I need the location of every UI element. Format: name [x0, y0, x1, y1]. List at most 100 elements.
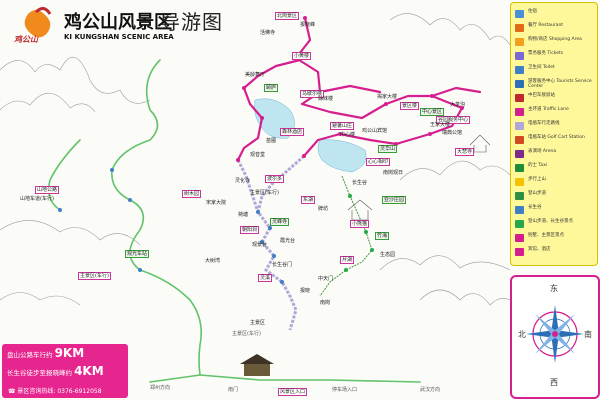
place-label: 瑞典公馆	[442, 130, 463, 136]
main-road	[236, 16, 482, 162]
legend-item-label: 宾馆、酒店	[528, 247, 551, 252]
place-label: 观光车站	[125, 250, 150, 258]
legend-item: 表演场 Arena	[515, 149, 595, 159]
hike-icon	[515, 178, 524, 186]
info-icon	[515, 10, 524, 18]
place-label: 报晓峰	[300, 22, 316, 28]
legend-item-label: 长生谷	[528, 205, 542, 210]
direction-right: 武汉方向	[420, 387, 441, 393]
hotel-icon	[515, 248, 524, 256]
legend-item: 票务服务 Tickets	[515, 51, 595, 61]
legend-item: 的士 Taxi	[515, 163, 595, 173]
main-point-icon	[515, 234, 524, 242]
place-label: 活佛寺	[260, 30, 276, 36]
legend-item: 步行上山	[515, 177, 595, 187]
scenic-dot-icon	[515, 206, 524, 214]
place-label: 风景区入口	[278, 388, 308, 396]
place-label: 中心景区	[420, 108, 445, 116]
legend-item: 游客服务中心 Tourists Service Center	[515, 79, 595, 89]
compass-north: 东	[550, 284, 558, 293]
compass-west: 北	[518, 330, 526, 339]
legend-item-label: 的士 Taxi	[528, 163, 548, 168]
place-label: 大树湾	[205, 258, 221, 264]
legend-item: 中巴车接驳站	[515, 93, 595, 103]
place-label: 心心相印	[366, 158, 391, 166]
place-label: 观景台	[252, 242, 268, 248]
place-label: 牌坊	[318, 206, 329, 212]
compass-rose-icon	[526, 305, 584, 363]
toilet-icon	[515, 66, 524, 74]
hotline-label: 景区咨询热线:	[17, 388, 56, 395]
legend-item: 住宿	[515, 9, 595, 19]
arena-icon	[515, 150, 524, 158]
place-label: 美龄舞厅	[245, 72, 266, 78]
traffic-icon	[515, 108, 524, 116]
legend-item: 登山步道、长生谷景点	[515, 219, 595, 229]
mountain-sketches	[0, 13, 511, 306]
compass-panel: 东 北 南 西	[510, 275, 600, 399]
compass-south: 西	[550, 378, 558, 387]
place-label: 山地公路	[35, 186, 60, 194]
summit-icon	[515, 192, 524, 200]
legend-panel: 住宿餐厅 Restaurant 购物/商店 Shopping Area 票务服务 T…	[510, 2, 598, 266]
place-label: 竹海	[375, 232, 390, 240]
legend-item-label: 中巴车接驳站	[528, 93, 555, 98]
place-label: 灵溪	[258, 274, 273, 282]
legend-item-label: 住宿	[528, 9, 537, 14]
highway	[47, 59, 421, 383]
lake-shape-2	[317, 139, 367, 173]
scenic-point-icon	[515, 220, 524, 228]
legend-item-label: 游客服务中心 Tourists Service Center	[528, 79, 592, 89]
place-label: 月湖	[340, 256, 355, 264]
gate-sketch	[240, 354, 274, 376]
legend-item: 主环道 Traffic Lane	[515, 107, 595, 117]
parking-label: 停车场入口	[332, 387, 358, 393]
place-label: 宋家大院	[206, 200, 227, 206]
place-label: 森林酒店	[280, 128, 305, 136]
place-label: 灵华山	[378, 145, 398, 153]
legend-item: 长生谷	[515, 205, 595, 215]
place-label: 大悲寺	[455, 148, 475, 156]
place-label: 颐庐	[264, 84, 279, 92]
legend-item: 别墅、主景区景点	[515, 233, 595, 243]
hotline-number: 0376-6912058	[57, 388, 102, 395]
phone-icon: ☎	[8, 388, 16, 395]
place-label: 灵峰寺	[270, 218, 290, 226]
place-label: 马歇尔楼	[300, 90, 325, 98]
legend-item: 餐厅 Restaurant	[515, 23, 595, 33]
place-label: 王家大楼	[430, 122, 451, 128]
place-label: 朝阳洞	[240, 226, 260, 234]
place-label: 观音堂	[250, 152, 266, 158]
place-label: 霞光台	[280, 238, 296, 244]
legend-item: 宾馆、酒店	[515, 247, 595, 257]
place-label: 姊妹楼	[318, 96, 334, 102]
place-label: 亚沙庄园	[382, 196, 407, 204]
legend-item: 登山步道	[515, 191, 595, 201]
place-label: 长生谷门	[272, 262, 293, 268]
legend-item-label: 登山步道	[528, 191, 546, 196]
golf-cart-icon	[515, 136, 524, 144]
lane-icon	[515, 122, 524, 130]
legend-item-label: 表演场 Arena	[528, 149, 557, 154]
rooster-logo-icon	[24, 7, 52, 38]
brand-mark: 鸡公山	[14, 35, 38, 44]
info-box: 盘山公路车行约 9KM 长生谷徒步至报晓峰约 4KM ☎ 景区咨询热线: 037…	[2, 344, 128, 398]
place-label: 主景区(车行)	[78, 272, 111, 280]
legend-item: 购物/商店 Shopping Area	[515, 37, 595, 47]
place-label: 南岗观日	[383, 170, 404, 176]
place-label: 灵化寺	[235, 178, 251, 184]
legend-item: 电瓶车行走路线	[515, 121, 595, 131]
place-label: 中心楼	[340, 132, 356, 138]
place-label: 避暑山庄	[330, 122, 355, 130]
legend-item: 电瓶车站 Golf Cart Station	[515, 135, 595, 145]
legend-item-label: 电瓶车站 Golf Cart Station	[528, 135, 585, 140]
legend-item-label: 卫生间 Toilet	[528, 65, 555, 70]
place-label: 大茶沟	[450, 102, 466, 108]
legend-item-label: 购物/商店 Shopping Area	[528, 37, 582, 42]
place-label: 波尔多	[265, 175, 285, 183]
place-label: 荷塘	[238, 212, 249, 218]
info-road-label: 盘山公路车行约	[7, 351, 53, 359]
place-label: 树木园	[182, 190, 202, 198]
